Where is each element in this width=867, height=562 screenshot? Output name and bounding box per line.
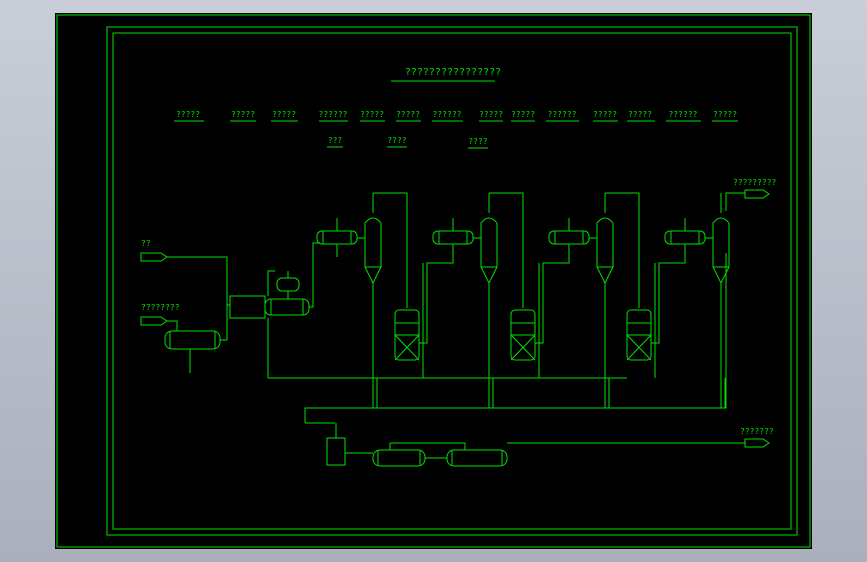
separator-x (394, 334, 420, 361)
feed-forward (651, 251, 686, 344)
reactor (264, 298, 310, 316)
legend-label: ?????? (433, 110, 462, 119)
storage-tank-1 (372, 449, 426, 467)
inner-frame (106, 26, 798, 536)
legend-row-2: ??? ???? ???? (328, 136, 488, 146)
separator-x (626, 334, 652, 361)
legend-label: ????? (231, 110, 255, 119)
legend-label: ????? (511, 110, 535, 119)
legend-label: ????? (176, 110, 200, 119)
process-flow-diagram: ???????????????? ????? ????? ????? ?????… (56, 14, 811, 548)
legend-label: ???? (468, 137, 487, 146)
heat-exchanger (229, 295, 266, 319)
feed-1-line (167, 256, 228, 305)
feed-forward (535, 251, 570, 344)
vapor-to-separator (489, 192, 524, 308)
legend-label: ????? (593, 110, 617, 119)
feed-1-label: ?? (141, 239, 151, 248)
legend-label: ???? (387, 136, 406, 145)
legend-label: ?????? (548, 110, 577, 119)
product-header (304, 253, 727, 423)
legend-label: ?????? (319, 110, 348, 119)
legend-label: ?????? (669, 110, 698, 119)
legend-label: ????? (628, 110, 652, 119)
legend-label: ??? (328, 136, 343, 145)
feed-tank (164, 330, 221, 350)
inner-frame-2 (112, 32, 792, 530)
feed-2-label: ???????? (141, 303, 180, 312)
legend-label: ????? (272, 110, 296, 119)
drawing-sheet: ???????????????? ????? ????? ????? ?????… (55, 13, 812, 549)
bottom-outlet-label: ??????? (740, 427, 774, 436)
evaporator-column (364, 217, 382, 285)
feed-2-arrow (140, 316, 168, 326)
evaporator-column (480, 217, 498, 285)
bottom-outlet-arrow (744, 438, 770, 448)
legend-label: ????? (360, 110, 384, 119)
legend-label: ????? (713, 110, 737, 119)
evaporator-column (596, 217, 614, 285)
top-outlet-label: ????????? (733, 178, 777, 187)
legend-label: ????? (396, 110, 420, 119)
vapor-to-separator (373, 192, 408, 308)
separator-x (510, 334, 536, 361)
outer-border (56, 14, 811, 548)
diagram-title: ???????????????? (405, 67, 501, 78)
evaporator-column (712, 217, 730, 285)
legend-row-1: ????? ????? ????? ?????? ????? ????? ???… (176, 110, 737, 119)
storage-tank-2 (446, 449, 508, 467)
collection-tank (326, 437, 346, 466)
small-vessel (276, 277, 300, 292)
feed-forward (419, 251, 454, 344)
evaporator-stages (316, 192, 730, 408)
top-outlet-arrow (744, 189, 770, 199)
feed-1-arrow (140, 252, 168, 262)
legend-label: ????? (479, 110, 503, 119)
legend-underlines-2 (327, 146, 488, 149)
vapor-to-separator (605, 192, 640, 308)
feed-2-line (167, 320, 195, 332)
